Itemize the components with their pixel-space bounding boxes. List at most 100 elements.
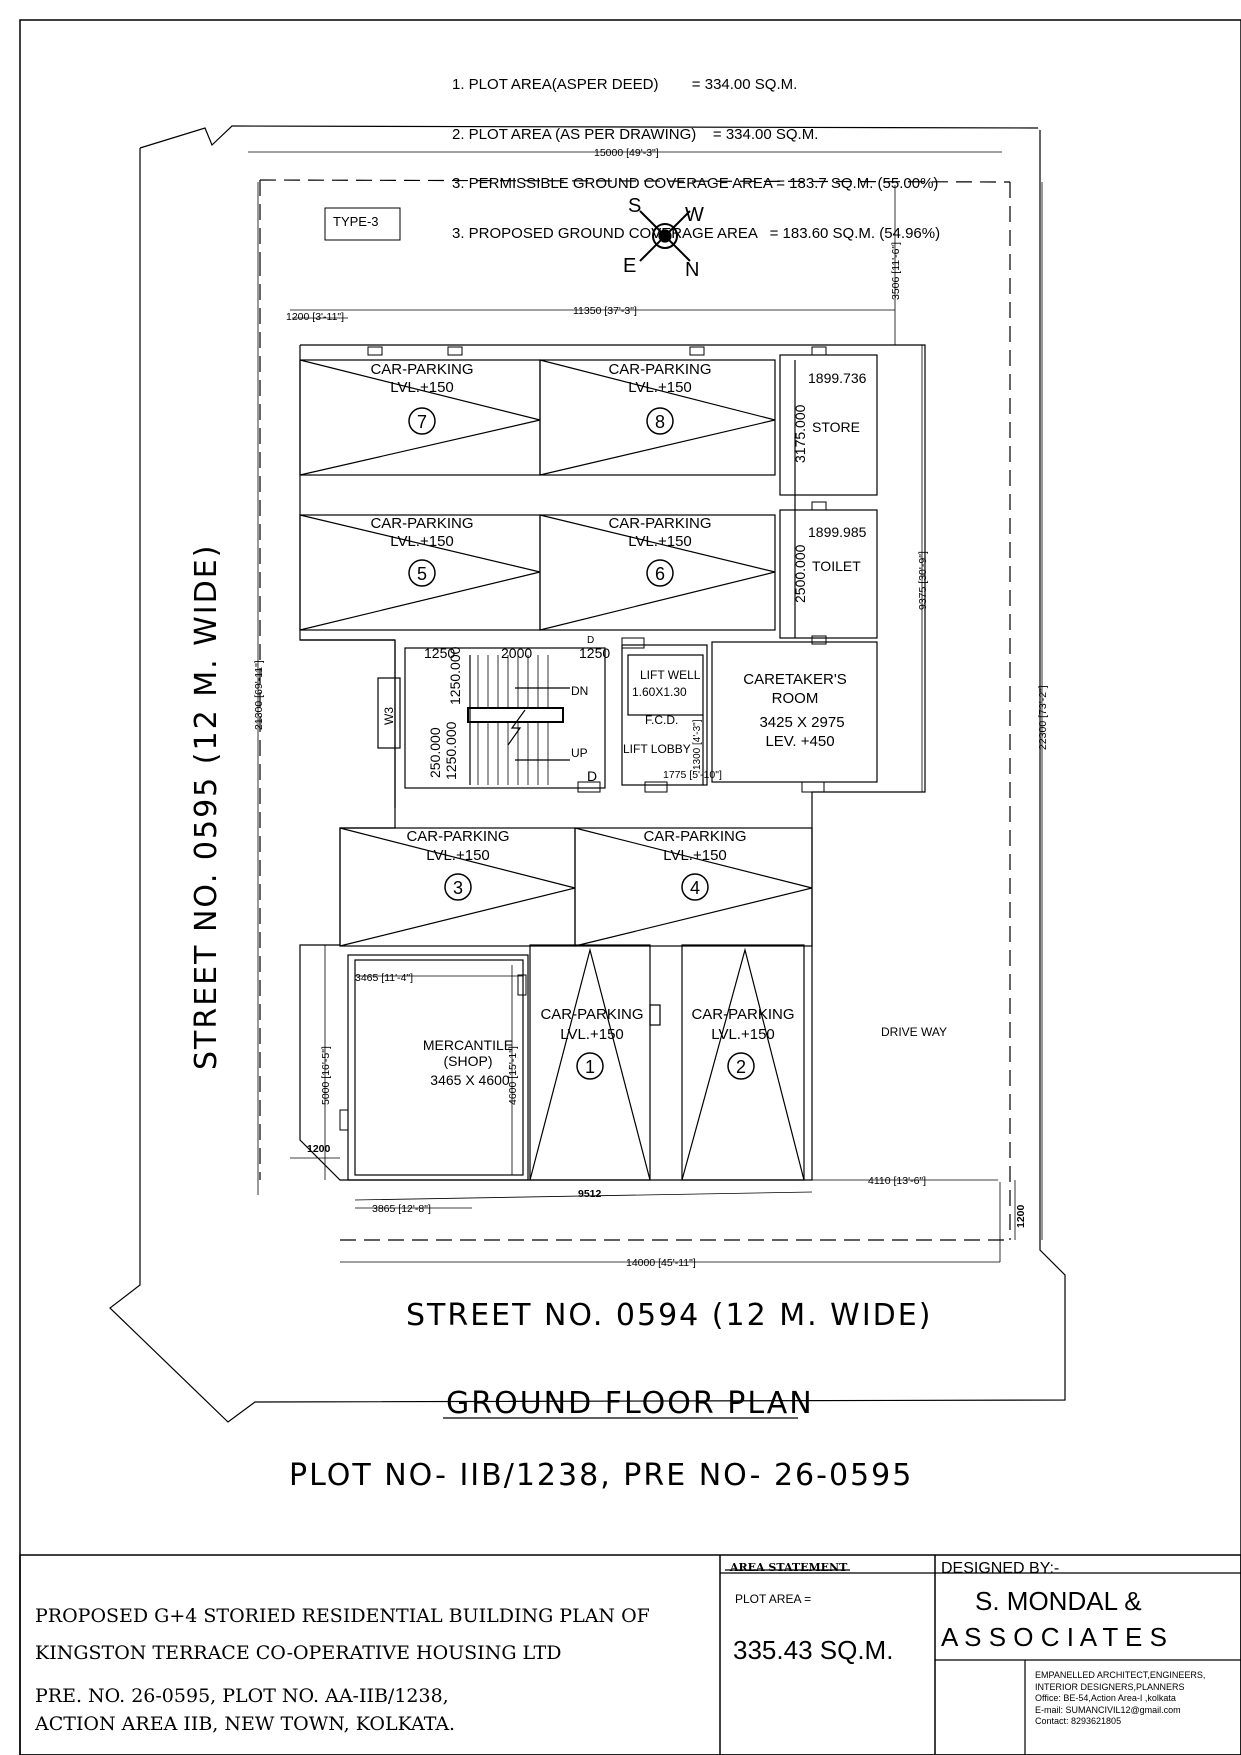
dim-inner-width: 11350 [37'-3"] (573, 305, 637, 317)
fcd-label: F.C.D. (645, 713, 678, 727)
dim-setback-left: 1200 (307, 1143, 331, 1155)
dim-left-full: 21300 [69'-11"] (253, 660, 265, 730)
bay-7-label: CAR-PARKING (370, 361, 473, 378)
bay-2-label: CAR-PARKING (691, 1006, 794, 1023)
firm-detail-line: E-mail: SUMANCIVIL12@gmail.com (1035, 1704, 1181, 1715)
dim-lobby: 1775 [5'-10"] (663, 769, 722, 781)
designed-by-label: DESIGNED BY:- (941, 1560, 1060, 1577)
area-notes: 1. PLOT AREA(ASPER DEED) = 334.00 SQ.M. … (452, 44, 940, 275)
compass-east: E (623, 255, 636, 277)
compass-south: S (628, 195, 641, 217)
project-line-2: KINGSTON TERRACE CO-OPERATIVE HOUSING LT… (35, 1642, 562, 1664)
dim-shop-height: 5000 [16'-5"] (320, 1046, 332, 1105)
shop-size: 3465 X 4600 (430, 1072, 510, 1088)
dim-lift-side: 1300 [4'-3"] (692, 719, 703, 770)
dim-stair-1250b: 1250 (579, 645, 610, 661)
dim-toilet-width: 1899.985 (808, 524, 867, 540)
bay-8-label: CAR-PARKING (608, 361, 711, 378)
bay-3-level: LVL.+150 (426, 847, 490, 864)
bay-6-label: CAR-PARKING (608, 515, 711, 532)
bay-8-number: 8 (655, 412, 665, 432)
caretaker-size: 3425 X 2975 (759, 714, 844, 731)
street-left-label: STREET NO. 0595 (12 M. WIDE) (189, 544, 224, 1070)
bay-3-number: 3 (453, 878, 463, 898)
dim-left-setback: 1200 [3'-11"] (286, 311, 344, 323)
compass-west: W (685, 204, 704, 226)
caretaker-label-1: CARETAKER'S (743, 671, 846, 688)
bay-8-level: LVL.+150 (628, 379, 692, 396)
dim-front-mid: 9512 (578, 1188, 602, 1200)
plan-title: GROUND FLOOR PLAN (446, 1386, 814, 1421)
dim-stair-1250a: 1250 (424, 645, 455, 661)
dim-shop-width: 3465 [11'-4"] (355, 972, 413, 984)
dim-stair-2000: 2000 (501, 645, 532, 661)
dim-top-width: 15000 [49'-3"] (594, 147, 659, 159)
bay-5-level: LVL.+150 (390, 533, 454, 550)
shop-label-2: (SHOP) (444, 1053, 493, 1069)
bay-5-number: 5 (417, 564, 427, 584)
note-line: 3. PERMISSIBLE GROUND COVERAGE AREA = 18… (452, 175, 939, 192)
plot-number-line: PLOT NO- IIB/1238, PRE NO- 26-0595 (289, 1458, 913, 1493)
project-line-3: PRE. NO. 26-0595, PLOT NO. AA-IIB/1238, (35, 1685, 449, 1707)
firm-details: EMPANELLED ARCHITECT,ENGINEERS, INTERIOR… (1035, 1670, 1205, 1728)
bay-1-label: CAR-PARKING (540, 1006, 643, 1023)
bay-5-label: CAR-PARKING (370, 515, 473, 532)
lift-lobby-label: LIFT LOBBY (623, 742, 691, 756)
street-bottom-label: STREET NO. 0594 (12 M. WIDE) (406, 1298, 932, 1333)
firm-detail-line: Office: BE-54,Action Area-I ,kolkata (1035, 1693, 1176, 1703)
shop-label-1: MERCANTILE (423, 1037, 513, 1053)
bay-2-level: LVL.+150 (711, 1026, 775, 1043)
firm-detail-line: Contact: 8293621805 (1035, 1716, 1122, 1726)
window-w3-label: W3 (382, 707, 396, 725)
firm-detail-line: EMPANELLED ARCHITECT,ENGINEERS, (1035, 1670, 1206, 1680)
dim-right-full: 22300 [73'-2"] (1037, 685, 1049, 750)
dim-toilet-height: 2500.000 (792, 544, 808, 603)
bay-6-level: LVL.+150 (628, 533, 692, 550)
bay-4-label: CAR-PARKING (643, 828, 746, 845)
stair-down-label: DN (571, 684, 588, 698)
caretaker-level: LEV. +450 (765, 733, 834, 750)
lift-size-label: 1.60X1.30 (632, 685, 687, 699)
compass-north: N (685, 259, 699, 281)
dim-stair-1250-upper: 1250.000 (447, 646, 463, 705)
type-tag: TYPE-3 (333, 214, 379, 229)
bay-1-number: 1 (585, 1057, 595, 1077)
bay-4-number: 4 (690, 878, 700, 898)
dim-store-width: 1899.736 (808, 370, 867, 386)
bay-4-level: LVL.+150 (663, 847, 727, 864)
caretaker-label-2: ROOM (772, 690, 819, 707)
area-statement-heading: AREA STATEMENT (730, 1561, 848, 1574)
store-label: STORE (812, 419, 860, 435)
driveway-label: DRIVE WAY (881, 1025, 947, 1039)
dim-front-left: 3865 [12'-8"] (372, 1203, 431, 1215)
firm-name-line-1: S. MONDAL & (975, 1586, 1142, 1616)
dim-shop-inner-height: 4600 [15'-1"] (507, 1046, 519, 1105)
stair-door-top: D (587, 635, 594, 646)
firm-name-line-2: A S S O C I A T E S (941, 1622, 1167, 1652)
bay-1-level: LVL.+150 (560, 1026, 624, 1043)
stair-door-bottom: D (587, 768, 597, 784)
dim-right-mid: 9375 [30'-9"] (917, 551, 929, 610)
bay-7-level: LVL.+150 (390, 379, 454, 396)
lift-well-label: LIFT WELL (640, 668, 701, 682)
plot-area-value: 335.43 SQ.M. (733, 1635, 894, 1665)
bay-2-number: 2 (736, 1057, 746, 1077)
dim-bottom-width: 14000 [45'-11"] (626, 1257, 696, 1269)
bay-3-label: CAR-PARKING (406, 828, 509, 845)
dim-stair-250: 250.000 (427, 727, 443, 778)
stair-up-label: UP (571, 746, 588, 760)
bay-7-number: 7 (417, 412, 427, 432)
note-line: 3. PROPOSED GROUND COVERAGE AREA = 183.6… (452, 224, 941, 242)
project-line-1: PROPOSED G+4 STORIED RESIDENTIAL BUILDIN… (35, 1605, 650, 1627)
dim-stair-1250-lower: 1250.000 (443, 721, 459, 780)
bay-6-number: 6 (655, 564, 665, 584)
dim-setback-right: 1200 (1015, 1204, 1027, 1228)
plot-area-label: PLOT AREA = (735, 1592, 812, 1606)
dim-right-top: 3506 [11'-6"] (890, 242, 902, 300)
note-line: 1. PLOT AREA(ASPER DEED) = 334.00 SQ.M. (452, 76, 798, 93)
note-line: 2. PLOT AREA (AS PER DRAWING) = 334.00 S… (452, 125, 819, 143)
project-line-4: ACTION AREA IIB, NEW TOWN, KOLKATA. (35, 1713, 456, 1735)
dim-store-height: 3175.000 (792, 404, 808, 463)
